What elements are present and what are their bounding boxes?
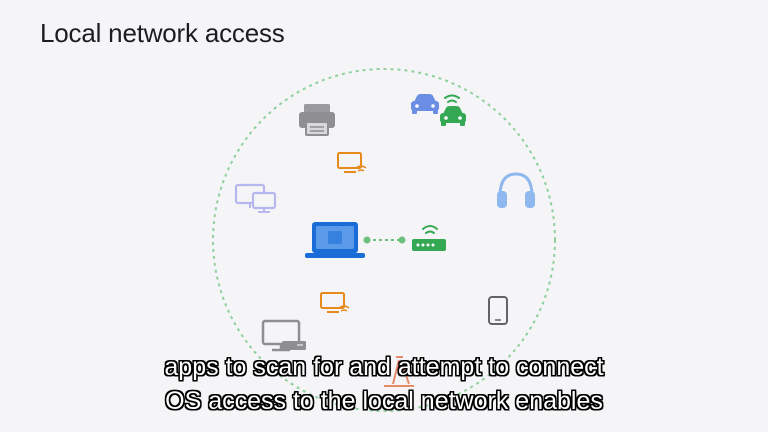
router-icon (412, 225, 446, 251)
subtitles: apps to scan for and attempt to connect … (0, 350, 768, 418)
slide-title: Local network access (40, 18, 285, 48)
subtitle-line-2: OS access to the local network enables (165, 387, 603, 415)
desktop-computer-icon (261, 319, 306, 352)
subtitle-line-1: apps to scan for and attempt to connect (164, 353, 604, 381)
connected-car-icon (440, 94, 466, 126)
tablet-icon (488, 296, 508, 325)
printer-icon (299, 104, 335, 136)
smart-tv-icon (337, 152, 367, 173)
smart-device-icon (384, 356, 414, 387)
smart-display-icon (320, 292, 350, 313)
desktop-monitors-icon (234, 183, 277, 213)
headphones-icon (497, 172, 535, 208)
connection-line (363, 236, 406, 244)
laptop-icon (305, 222, 365, 258)
car-icon (411, 94, 439, 114)
network-boundary-ring (212, 68, 556, 412)
